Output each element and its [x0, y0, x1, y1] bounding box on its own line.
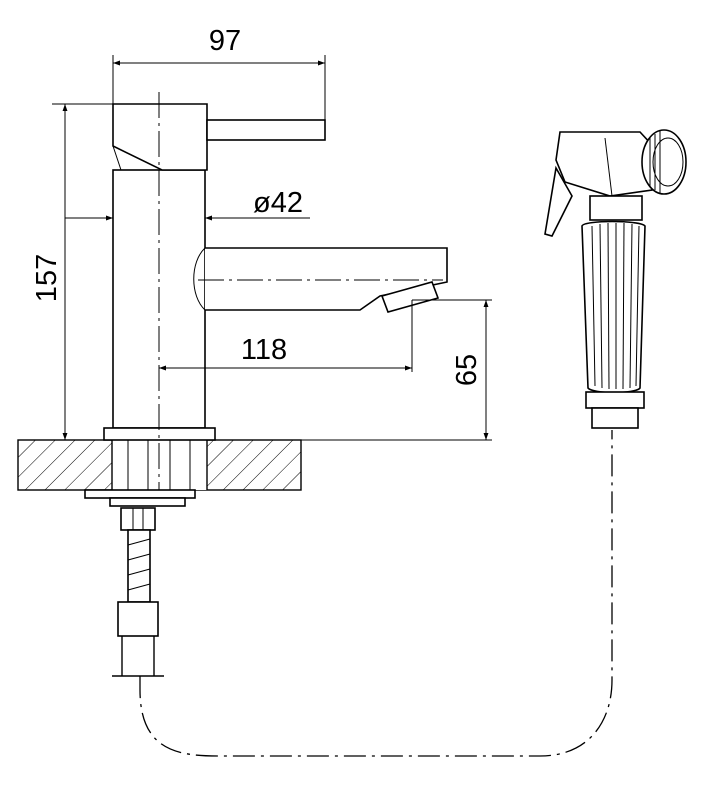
- bidet-sprayer: [544, 129, 687, 429]
- dimension-label-diameter: ø42: [253, 187, 303, 219]
- dimension-label-157: 157: [31, 254, 63, 302]
- dimension-spout-reach: 118: [159, 300, 413, 372]
- dimension-label-97: 97: [209, 25, 241, 57]
- dimension-spout-height: 65: [215, 299, 492, 441]
- dimension-total-height: 157: [31, 103, 113, 441]
- dimension-label-65: 65: [451, 354, 483, 386]
- dimension-label-118: 118: [241, 334, 287, 366]
- dimension-handle-reach: 97: [112, 25, 326, 140]
- spray-face-ribs: [649, 131, 661, 193]
- dimension-body-diameter: ø42: [65, 187, 310, 221]
- faucet: [103, 103, 448, 441]
- mounting-hardware: [84, 439, 196, 677]
- flexible-hose: [139, 430, 613, 757]
- grip-ribs: [591, 222, 640, 390]
